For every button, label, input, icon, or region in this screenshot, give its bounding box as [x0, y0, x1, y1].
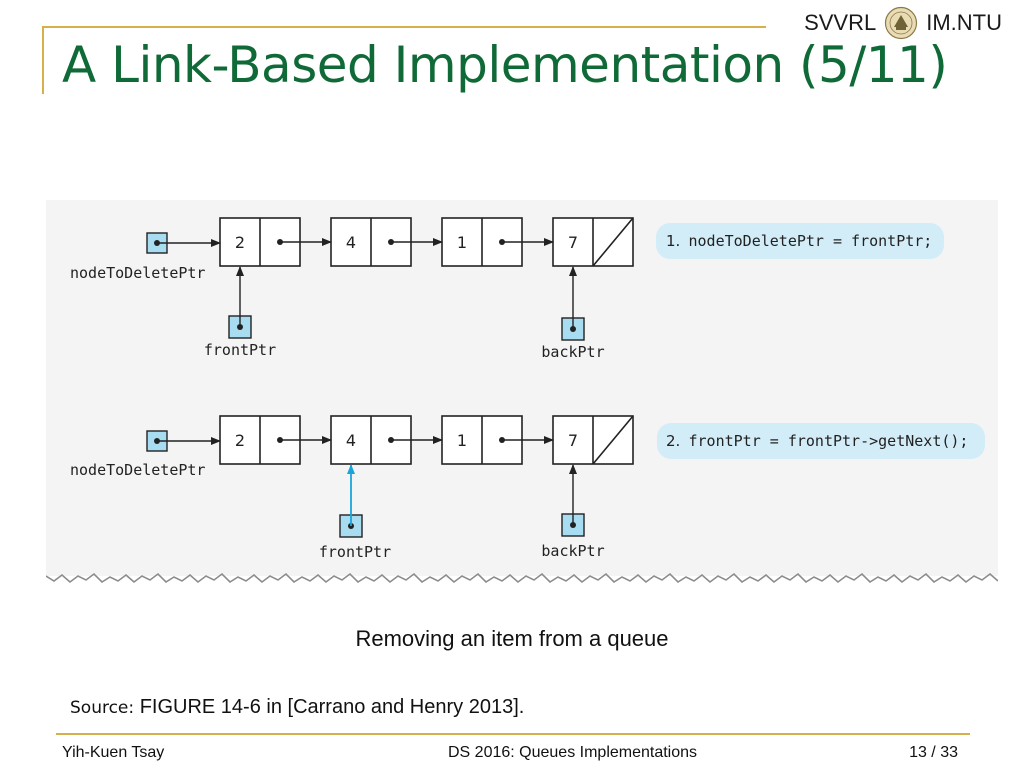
pointer-label: backPtr [541, 542, 604, 560]
header-left-rule [42, 26, 44, 94]
node-3: 7 [552, 217, 634, 267]
page-title: A Link-Based Implementation (5/11) [62, 36, 948, 94]
source-label: Source: [70, 698, 135, 718]
node-value: 7 [568, 431, 578, 450]
step-callout: 2. frontPtr = frontPtr->getNext(); [657, 423, 985, 459]
node-value: 1 [457, 233, 467, 252]
pointer-label: nodeToDeletePtr [70, 461, 205, 479]
panel-step-2: 2 4 1 7 [70, 415, 985, 561]
svg-text:2. frontPtr = frontP: 2. frontPtr = frontPtr->getNext(); [666, 432, 968, 450]
source-text: FIGURE 14-6 in [Carrano and Henry 2013]. [139, 696, 525, 718]
header-top-rule [42, 26, 766, 28]
svg-text:1. nodeToDeletePtr =: 1. nodeToDeletePtr = frontPtr; [666, 232, 932, 250]
step-code: frontPtr = frontPtr->getNext(); [688, 432, 968, 450]
header-brand: SVVRL IM.NTU [804, 6, 1002, 40]
page-number: 13 / 33 [909, 744, 958, 761]
step-number: 2. [666, 432, 680, 450]
panel-step-1: 2 4 1 7 [70, 217, 944, 361]
footer-author: Yih-Kuen Tsay [62, 744, 165, 761]
footer-course: DS 2016: Queues Implementations [448, 744, 698, 761]
node-to-delete-pointer: nodeToDeletePtr [70, 232, 221, 282]
torn-edge [46, 572, 998, 584]
node-value: 2 [235, 431, 245, 450]
university-name: IM.NTU [926, 10, 1002, 35]
node-value: 1 [457, 431, 467, 450]
pointer-label: backPtr [541, 343, 604, 361]
node-value: 7 [568, 233, 578, 252]
linked-list-diagram: 2 4 1 7 [46, 200, 998, 584]
source-citation: Source: FIGURE 14-6 in [Carrano and Henr… [70, 696, 524, 719]
figure-caption: Removing an item from a queue [355, 626, 669, 651]
node-value: 4 [346, 431, 356, 450]
step-number: 1. [666, 232, 680, 250]
node-value: 4 [346, 233, 356, 252]
node-to-delete-pointer: nodeToDeletePtr [70, 430, 221, 479]
null-pointer-slash [592, 415, 634, 465]
node-value: 2 [235, 233, 245, 252]
step-code: nodeToDeletePtr = frontPtr; [688, 232, 932, 250]
lab-name: SVVRL [804, 10, 877, 35]
node-3: 7 [552, 415, 634, 465]
queue-removal-figure: 2 4 1 7 [46, 200, 998, 596]
current-page: 13 [909, 744, 927, 761]
back-pointer: backPtr [541, 266, 605, 361]
null-pointer-slash [592, 217, 634, 267]
university-seal-icon [885, 6, 918, 40]
pointer-label: frontPtr [319, 543, 391, 561]
footer-rule [56, 733, 970, 735]
back-pointer: backPtr [541, 464, 605, 560]
front-pointer: frontPtr [319, 464, 391, 561]
pointer-label: nodeToDeletePtr [70, 264, 205, 282]
front-pointer: frontPtr [204, 266, 276, 359]
pointer-label: frontPtr [204, 341, 276, 359]
node-0: 2 [219, 217, 301, 267]
total-pages: 33 [940, 744, 958, 761]
step-callout: 1. nodeToDeletePtr = frontPtr; [656, 223, 944, 259]
